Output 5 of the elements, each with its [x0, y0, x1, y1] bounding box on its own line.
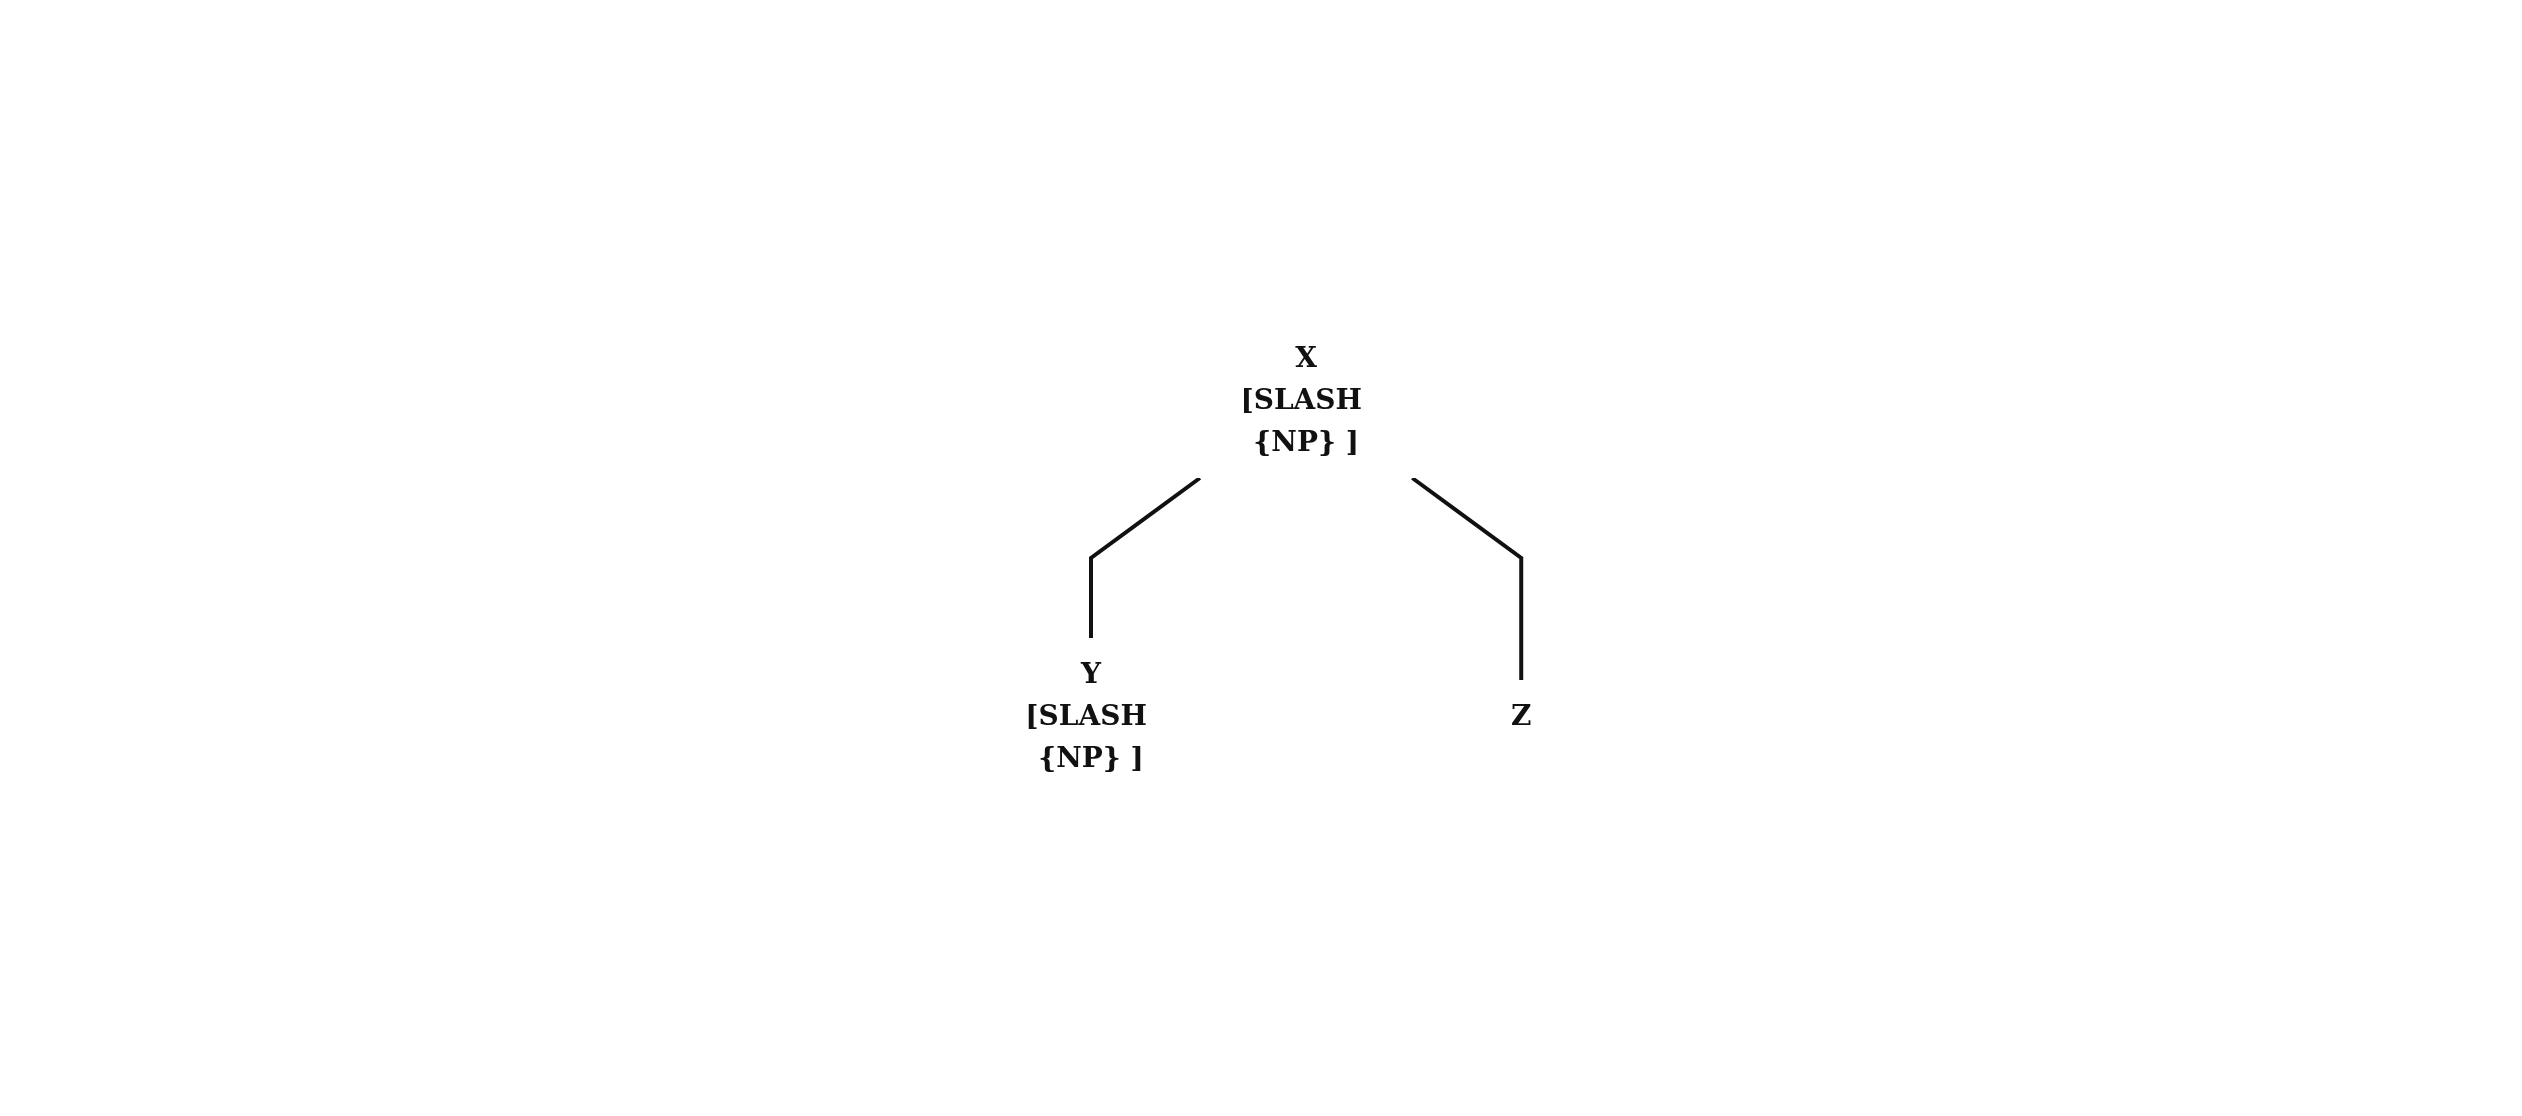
node-text: Z — [1510, 699, 1532, 732]
node-text: Y [SLASH {NP} ] — [1025, 657, 1147, 774]
connector — [1088, 476, 1201, 638]
connector — [1410, 476, 1523, 680]
node-text: X [SLASH {NP} ] — [1240, 341, 1362, 458]
